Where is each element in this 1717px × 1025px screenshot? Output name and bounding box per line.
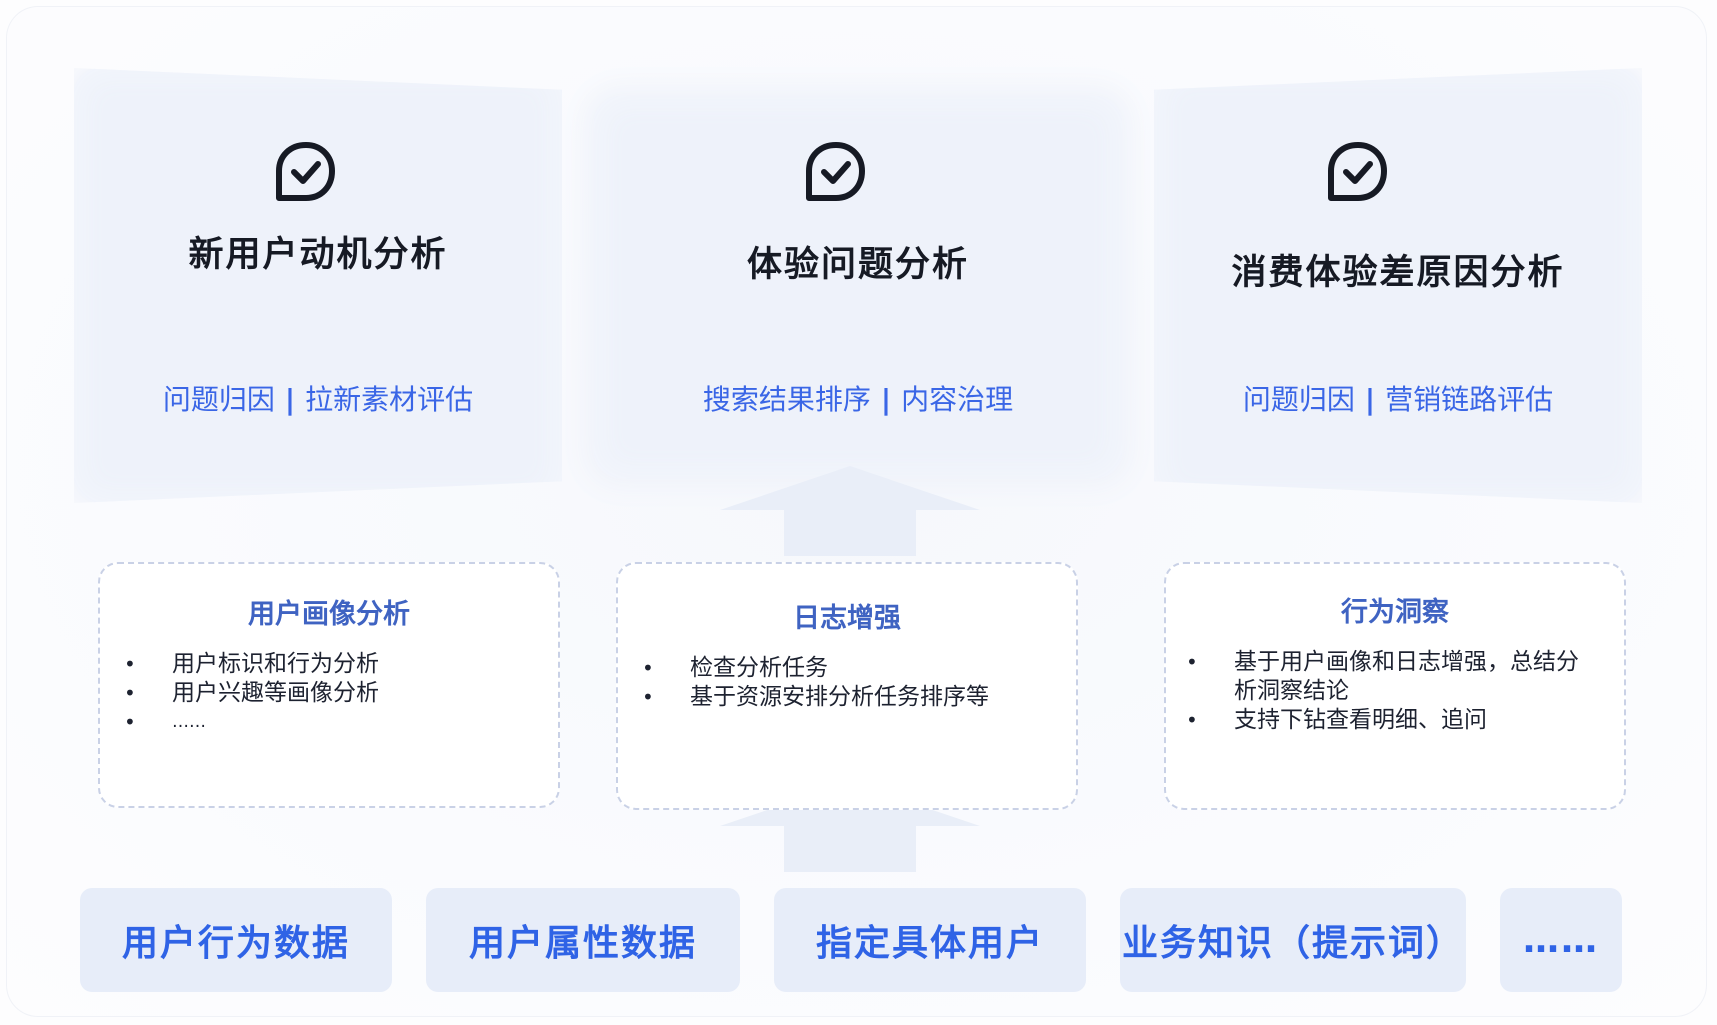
check-bubble-icon — [806, 142, 865, 201]
box-title: 行为洞察 — [1341, 597, 1449, 628]
card-subtitle: 问题归因 | 营销链路评估 — [1154, 378, 1642, 418]
tile-more: …… — [1500, 888, 1622, 992]
box-list: 用户标识和行为分析 用户兴趣等画像分析 …… — [124, 650, 534, 737]
tile-user-attribute-data: 用户属性数据 — [426, 888, 740, 992]
list-item: 用户兴趣等画像分析 — [124, 679, 534, 708]
card-subtitle: 问题归因 | 拉新素材评估 — [74, 378, 562, 418]
list-item: 支持下钻查看明细、追问 — [1186, 706, 1596, 735]
tile-specific-user: 指定具体用户 — [774, 888, 1086, 992]
tile-business-knowledge: 业务知识（提示词） — [1120, 888, 1466, 992]
card-sub-divider: | — [284, 383, 296, 416]
list-item: 检查分析任务 — [642, 654, 1062, 683]
tile-user-behavior-data: 用户行为数据 — [80, 888, 392, 992]
box-title: 用户画像分析 — [248, 599, 410, 630]
check-bubble-icon — [276, 142, 335, 201]
box-title: 日志增强 — [793, 603, 901, 634]
card-title: 消费体验差原因分析 — [1231, 253, 1565, 293]
box-log-enhancement: 日志增强 检查分析任务 基于资源安排分析任务排序等 — [616, 562, 1078, 810]
box-behavior-insight: 行为洞察 基于用户画像和日志增强，总结分析洞察结论 支持下钻查看明细、追问 — [1164, 562, 1626, 810]
box-list: 基于用户画像和日志增强，总结分析洞察结论 支持下钻查看明细、追问 — [1186, 648, 1596, 735]
card-consumption-experience — [1154, 68, 1642, 503]
box-list: 检查分析任务 基于资源安排分析任务排序等 — [642, 654, 1062, 712]
up-arrow-icon — [720, 466, 980, 556]
card-title: 新用户动机分析 — [188, 235, 448, 275]
card-sub-right: 营销链路评估 — [1385, 383, 1554, 416]
card-new-user-motivation — [74, 68, 562, 503]
card-sub-divider: | — [1364, 383, 1376, 416]
card-sub-right: 拉新素材评估 — [305, 383, 474, 416]
card-sub-left: 问题归因 — [162, 383, 275, 416]
card-sub-left: 搜索结果排序 — [702, 383, 871, 416]
card-sub-divider: | — [880, 383, 892, 416]
list-item: 基于资源安排分析任务排序等 — [642, 683, 1062, 712]
card-sub-right: 内容治理 — [901, 383, 1014, 416]
card-sub-left: 问题归因 — [1242, 383, 1355, 416]
list-item: 基于用户画像和日志增强，总结分析洞察结论 — [1186, 648, 1596, 706]
check-bubble-icon — [1328, 142, 1387, 201]
card-title: 体验问题分析 — [746, 245, 969, 285]
box-user-profile-analysis: 用户画像分析 用户标识和行为分析 用户兴趣等画像分析 …… — [98, 562, 560, 808]
card-subtitle: 搜索结果排序 | 内容治理 — [594, 378, 1122, 418]
list-item: 用户标识和行为分析 — [124, 650, 534, 679]
list-item: …… — [124, 708, 534, 737]
